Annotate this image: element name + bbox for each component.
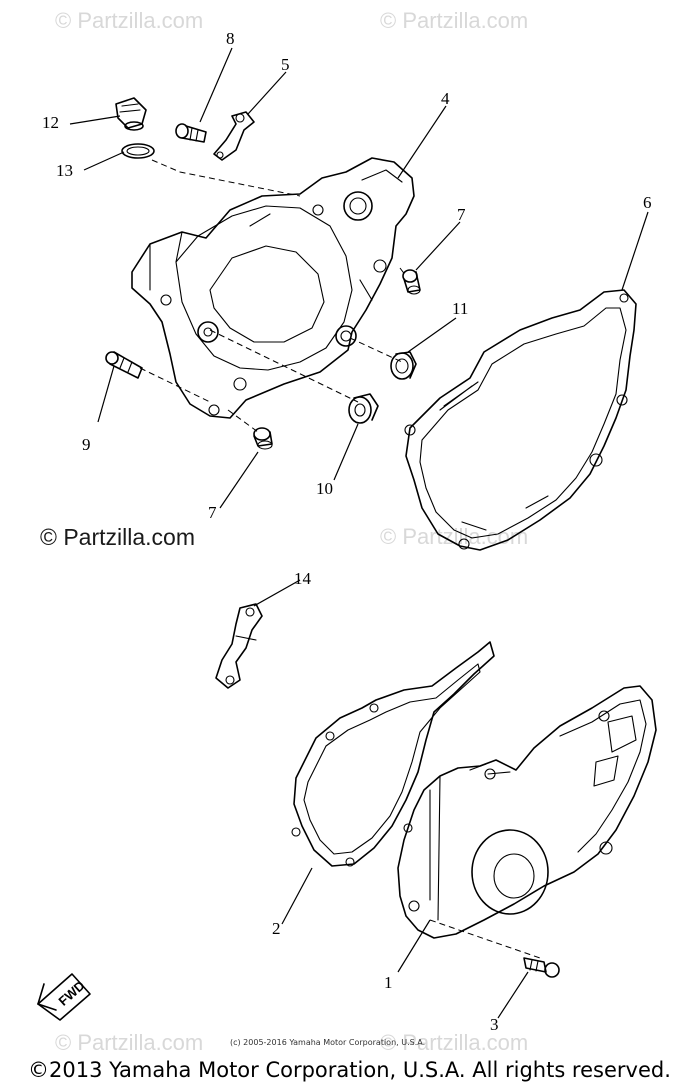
callout-12: 12 bbox=[42, 113, 59, 132]
watermark-top-right: © Partzilla.com bbox=[380, 8, 529, 33]
part-7-dowel-lower bbox=[253, 427, 273, 450]
callout-7-lower: 7 bbox=[208, 503, 217, 522]
callout-10: 10 bbox=[316, 479, 333, 498]
part-5-bracket bbox=[213, 111, 255, 161]
part-4-crankcase-cover bbox=[131, 157, 415, 419]
part-14-bracket bbox=[215, 603, 263, 689]
part-12-filler-plug bbox=[115, 97, 147, 131]
watermark-bottom-right: © Partzilla.com bbox=[380, 1030, 529, 1055]
callout-5: 5 bbox=[281, 55, 290, 74]
fwd-label: FWD bbox=[56, 978, 88, 1009]
part-13-o-ring bbox=[121, 143, 155, 159]
callout-6: 6 bbox=[643, 193, 652, 212]
fwd-arrow-icon: FWD bbox=[37, 973, 91, 1021]
part-8-bolt bbox=[175, 123, 207, 143]
watermark-top-left: © Partzilla.com bbox=[55, 8, 204, 33]
part-7-dowel-upper bbox=[402, 269, 421, 295]
part-11-oil-seal bbox=[390, 351, 417, 380]
watermark-mid-right: © Partzilla.com bbox=[380, 524, 529, 549]
part-2-gasket bbox=[291, 641, 495, 867]
watermark-mid-left: © Partzilla.com bbox=[40, 524, 195, 550]
watermark-bottom-left: © Partzilla.com bbox=[55, 1030, 204, 1055]
callout-4: 4 bbox=[441, 89, 450, 108]
callout-1: 1 bbox=[384, 973, 393, 992]
part-9-bolt bbox=[105, 351, 143, 379]
copyright-small: (c) 2005-2016 Yamaha Motor Corporation, … bbox=[230, 1038, 426, 1047]
callout-14: 14 bbox=[294, 569, 311, 588]
callout-2: 2 bbox=[272, 919, 281, 938]
copyright-main: ©2013 Yamaha Motor Corporation, U.S.A. A… bbox=[28, 1058, 671, 1082]
part-10-bushing bbox=[348, 393, 379, 424]
part-1-crankcase-cover bbox=[397, 685, 657, 939]
callout-11: 11 bbox=[452, 299, 469, 318]
callout-9: 9 bbox=[82, 435, 91, 454]
callout-13: 13 bbox=[56, 161, 73, 180]
part-6-gasket bbox=[404, 289, 637, 551]
callout-7-upper: 7 bbox=[457, 205, 466, 224]
part-3-screw bbox=[523, 957, 560, 978]
callout-8: 8 bbox=[226, 29, 235, 48]
callout-3: 3 bbox=[490, 1015, 499, 1034]
